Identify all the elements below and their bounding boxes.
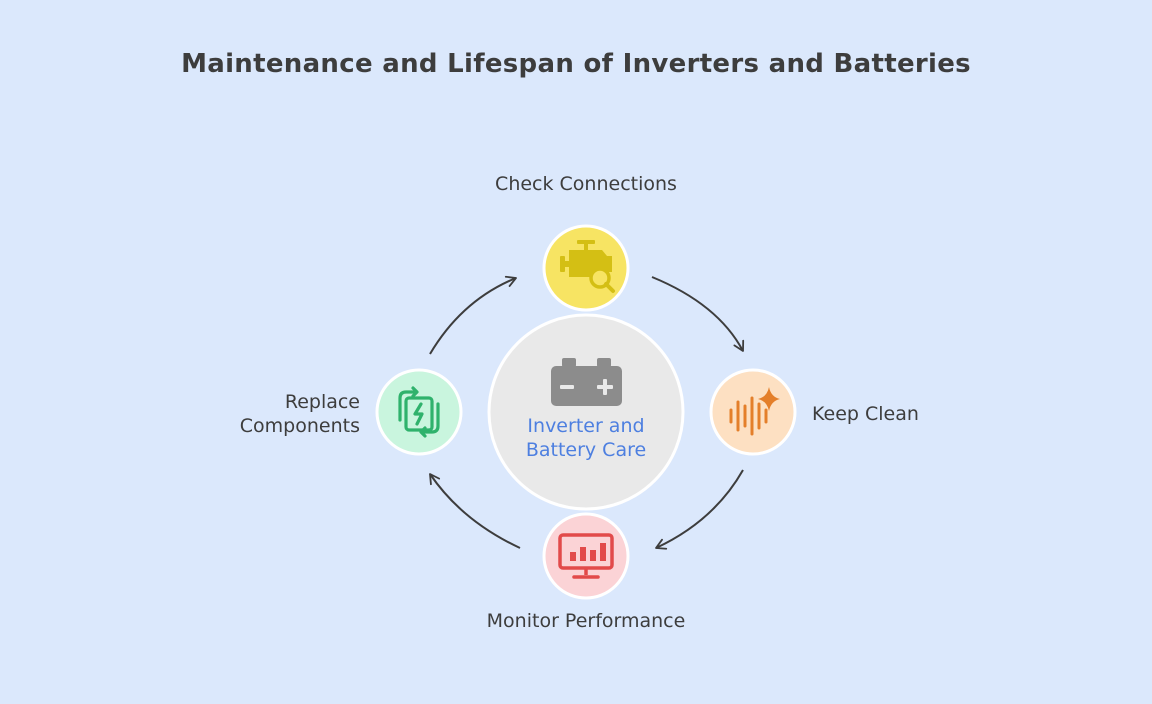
arrow-bottom-to-left [429,473,521,549]
battery-cycle-icon [398,386,440,438]
monitor-chart-icon [558,533,614,579]
arrow-right-to-bottom [655,469,744,550]
sparkle-icon [758,387,780,411]
engine-search-icon [560,240,615,293]
arrow-left-to-top [429,275,517,355]
step-label-check-connections: Check Connections [495,173,677,195]
battery-icon [551,358,622,406]
arrow-top-to-right [651,276,745,352]
center-circle [487,313,685,511]
step-label-monitor-performance: Monitor Performance [486,610,686,632]
diagram-title: Maintenance and Lifespan of Inverters an… [181,49,971,79]
sparkle-sound-icon [729,396,768,436]
node-replace-components [375,368,463,456]
step-label-replace-components: Replace Components [239,391,360,437]
step-label-keep-clean: Keep Clean [812,403,919,425]
center-label: Inverter and Battery Care [525,415,647,461]
